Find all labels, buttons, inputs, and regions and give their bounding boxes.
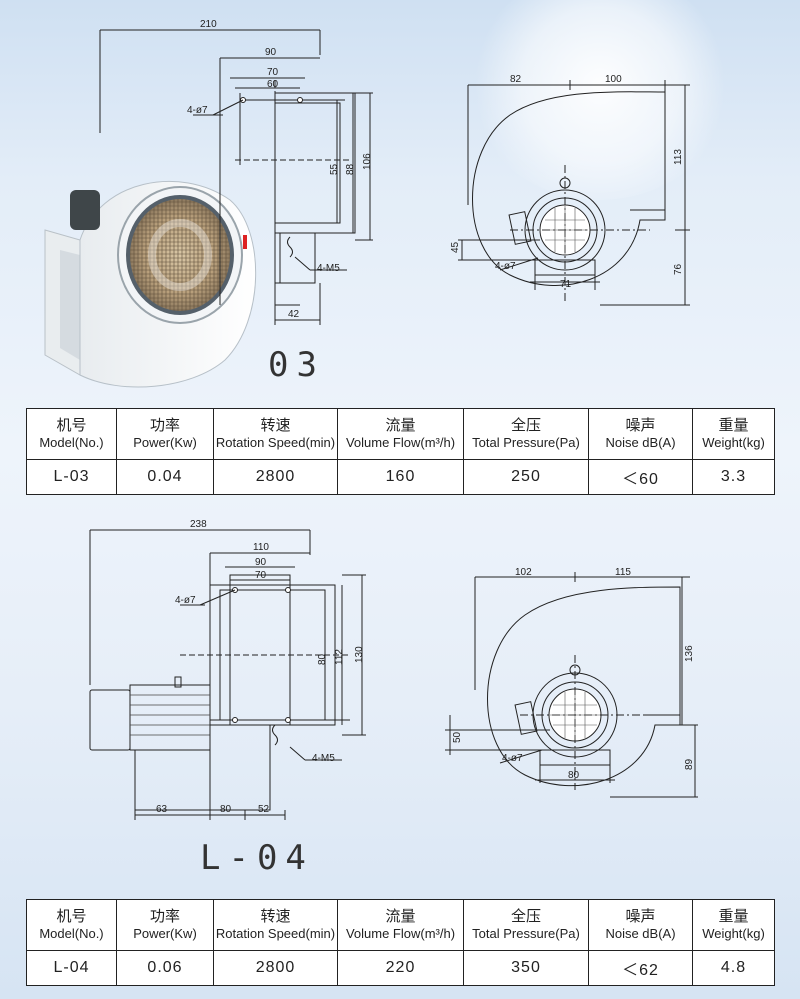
side-dim-foot-height: 50 bbox=[452, 731, 463, 743]
cell-volume-flow: 160 bbox=[337, 459, 464, 495]
cell-model: L-04 bbox=[26, 950, 117, 986]
dim-width-outer: 90 bbox=[265, 47, 277, 58]
cell-noise: ＜60 bbox=[588, 459, 693, 495]
dim-base-left: 63 bbox=[156, 804, 168, 815]
cell-total-pressure: 350 bbox=[463, 950, 589, 986]
cell-noise: ＜62 bbox=[588, 950, 693, 986]
side-dim-foot-width: 80 bbox=[568, 770, 580, 781]
dim-height-inner: 80 bbox=[317, 653, 328, 665]
cell-power: 0.06 bbox=[116, 950, 214, 986]
side-dim-total-height: 89 bbox=[684, 758, 695, 770]
side-view-drawing-l04: 102 115 136 50 4-ø7 80 89 bbox=[445, 567, 698, 798]
dim-base-right: 52 bbox=[258, 804, 270, 815]
dim-width-inner: 70 bbox=[255, 570, 267, 581]
dim-width-outer: 110 bbox=[253, 542, 269, 553]
dim-overall-width: 238 bbox=[190, 519, 207, 530]
cell-model: L-03 bbox=[26, 459, 117, 495]
side-dim-height: 136 bbox=[684, 645, 695, 662]
dim-width-mid: 70 bbox=[267, 67, 279, 78]
table-row: L-03 0.04 2800 160 250 ＜60 3.3 bbox=[26, 459, 775, 495]
side-dim-left: 102 bbox=[515, 567, 532, 578]
dim-width-inner: 60 bbox=[267, 79, 279, 90]
side-dim-foot-height: 45 bbox=[450, 241, 461, 253]
side-dim-height: 113 bbox=[673, 149, 684, 165]
side-view-drawing-03: 82 100 113 45 4-ø7 71 76 bbox=[450, 74, 690, 306]
dim-overall-width: 210 bbox=[200, 19, 217, 30]
side-dim-total-height: 76 bbox=[673, 263, 684, 275]
dim-base-mid: 80 bbox=[220, 804, 232, 815]
dim-height-mid: 112 bbox=[334, 649, 345, 665]
side-dim-right: 115 bbox=[615, 567, 631, 578]
side-dim-left: 82 bbox=[510, 74, 522, 85]
dim-height-inner: 55 bbox=[329, 163, 340, 175]
cell-volume-flow: 220 bbox=[337, 950, 464, 986]
dim-height-outer: 106 bbox=[362, 153, 373, 170]
side-dim-holes: 4-ø7 bbox=[502, 753, 523, 764]
dim-holes-bottom: 4-M5 bbox=[312, 753, 335, 764]
background-glow bbox=[470, 0, 730, 200]
front-view-drawing-l04: 238 110 90 70 4-ø7 80 112 130 4-M5 63 80… bbox=[89, 519, 366, 820]
dim-width-mid: 90 bbox=[255, 557, 267, 568]
cell-rotation-speed: 2800 bbox=[213, 459, 338, 495]
side-dim-foot-width: 71 bbox=[560, 279, 572, 290]
dim-holes-top: 4-ø7 bbox=[175, 595, 196, 606]
dim-height-mid: 88 bbox=[345, 163, 356, 175]
fan-product-photo bbox=[44, 180, 257, 388]
dim-height-outer: 130 bbox=[354, 646, 365, 663]
side-dim-holes: 4-ø7 bbox=[495, 261, 516, 272]
dim-base: 42 bbox=[288, 309, 300, 320]
side-dim-right: 100 bbox=[605, 74, 622, 85]
table-row: L-04 0.06 2800 220 350 ＜62 4.8 bbox=[26, 950, 775, 986]
front-view-drawing-03: 210 90 70 60 4-ø7 55 88 106 4-M5 42 bbox=[99, 19, 373, 325]
cell-weight: 3.3 bbox=[692, 459, 775, 495]
model-label-03: 03 bbox=[268, 345, 325, 385]
dim-holes-top: 4-ø7 bbox=[187, 105, 208, 116]
dim-holes-bottom: 4-M5 bbox=[317, 263, 340, 274]
model-label-l04: L-04 bbox=[200, 838, 314, 878]
cell-rotation-speed: 2800 bbox=[213, 950, 338, 986]
cell-power: 0.04 bbox=[116, 459, 214, 495]
cell-total-pressure: 250 bbox=[463, 459, 589, 495]
cell-weight: 4.8 bbox=[692, 950, 775, 986]
